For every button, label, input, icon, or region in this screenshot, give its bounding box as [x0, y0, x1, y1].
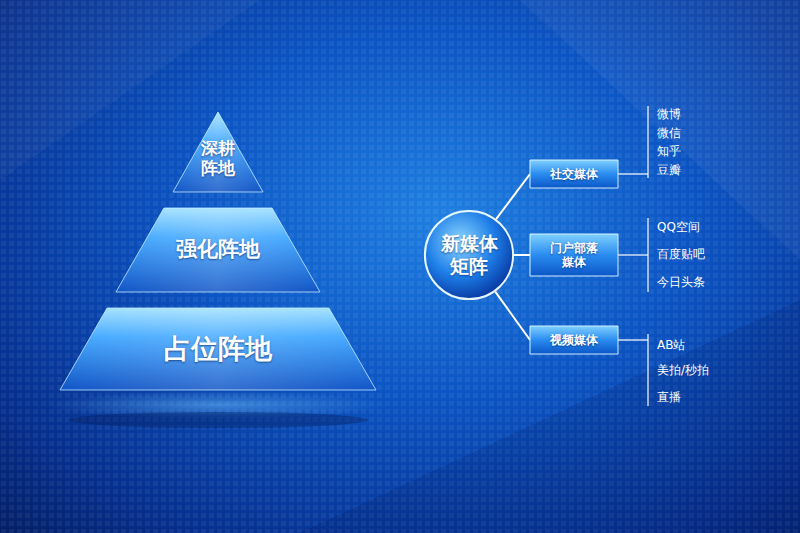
category-box: 社交媒体 [530, 160, 618, 188]
node-text: 强化阵地 [176, 237, 260, 262]
pyramid-bottom: 占位阵地 [60, 308, 376, 390]
node-text: 新媒体矩阵 [439, 232, 499, 278]
pyramid-middle: 强化阵地 [116, 208, 320, 292]
channel-label: AB站 [657, 337, 685, 353]
channel-label: 微博 [657, 106, 681, 122]
connector-line [514, 254, 530, 256]
connector-line [495, 292, 530, 340]
channel-label: 今日头条 [657, 274, 705, 290]
channel-label: 百度贴吧 [657, 246, 705, 262]
category-box: 门户部落媒体 [530, 234, 618, 276]
channel-label: 豆瓣 [657, 162, 681, 178]
pyramid-top: 深耕阵地 [173, 112, 263, 192]
channel-label: 知乎 [657, 143, 681, 159]
node-text: 门户部落媒体 [548, 241, 600, 270]
channel-label: 直播 [657, 389, 681, 405]
node-text: 社交媒体 [550, 167, 598, 181]
node-text: 深耕阵地 [200, 138, 236, 179]
hub-circle: 新媒体矩阵 [424, 210, 514, 300]
brackets [618, 106, 648, 406]
node-text: 占位阵地 [164, 333, 272, 365]
channel-label: 微信 [657, 125, 681, 141]
connector-line [496, 174, 530, 219]
category-box: 视频媒体 [530, 326, 618, 354]
node-text: 视频媒体 [550, 333, 598, 347]
channel-label: QQ空间 [657, 219, 700, 235]
channel-label: 美拍/秒拍 [657, 362, 709, 378]
